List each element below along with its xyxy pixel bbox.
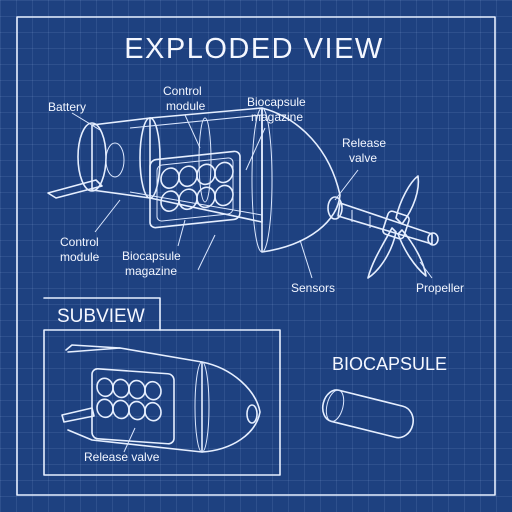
biocapsule-panel: BIOCAPSULE <box>321 354 447 439</box>
biocapsule-magazine <box>149 150 241 229</box>
label-biocapsule-magazine-top-2: magazine <box>251 110 303 124</box>
label-control-module-top-1: Control <box>163 84 202 98</box>
subview-rover-drawing <box>61 344 261 453</box>
outer-frame <box>16 16 496 496</box>
leader-lines <box>71 112 433 279</box>
subview-title-tab <box>43 297 161 331</box>
label-biocapsule-magazine-bottom-2: magazine <box>125 264 177 278</box>
label-battery: Battery <box>48 100 86 114</box>
subview-panel: SUBVIEW Release valve <box>43 297 281 476</box>
rover-exploded-drawing <box>47 107 439 279</box>
label-biocapsule-magazine-top-1: Biocapsule <box>247 95 306 109</box>
label-control-module-left-2: module <box>60 250 100 264</box>
subview-title: SUBVIEW <box>57 306 145 327</box>
subview-label-release-valve: Release valve <box>84 450 160 464</box>
propeller-assembly <box>337 175 439 279</box>
subview-frame <box>43 329 281 476</box>
nose-cone <box>251 107 343 253</box>
battery-section <box>47 117 161 199</box>
biocapsule-drawing <box>321 389 414 439</box>
label-release-valve-top-1: Release <box>342 136 386 150</box>
label-release-valve-top-2: valve <box>349 151 377 165</box>
label-propeller: Propeller <box>416 281 464 295</box>
biocapsule-title: BIOCAPSULE <box>332 354 447 374</box>
page-title: EXPLODED VIEW <box>124 33 384 65</box>
label-biocapsule-magazine-bottom-1: Biocapsule <box>122 249 181 263</box>
label-control-module-top-2: module <box>166 99 206 113</box>
label-sensors: Sensors <box>291 281 335 295</box>
label-control-module-left-1: Control <box>60 235 99 249</box>
